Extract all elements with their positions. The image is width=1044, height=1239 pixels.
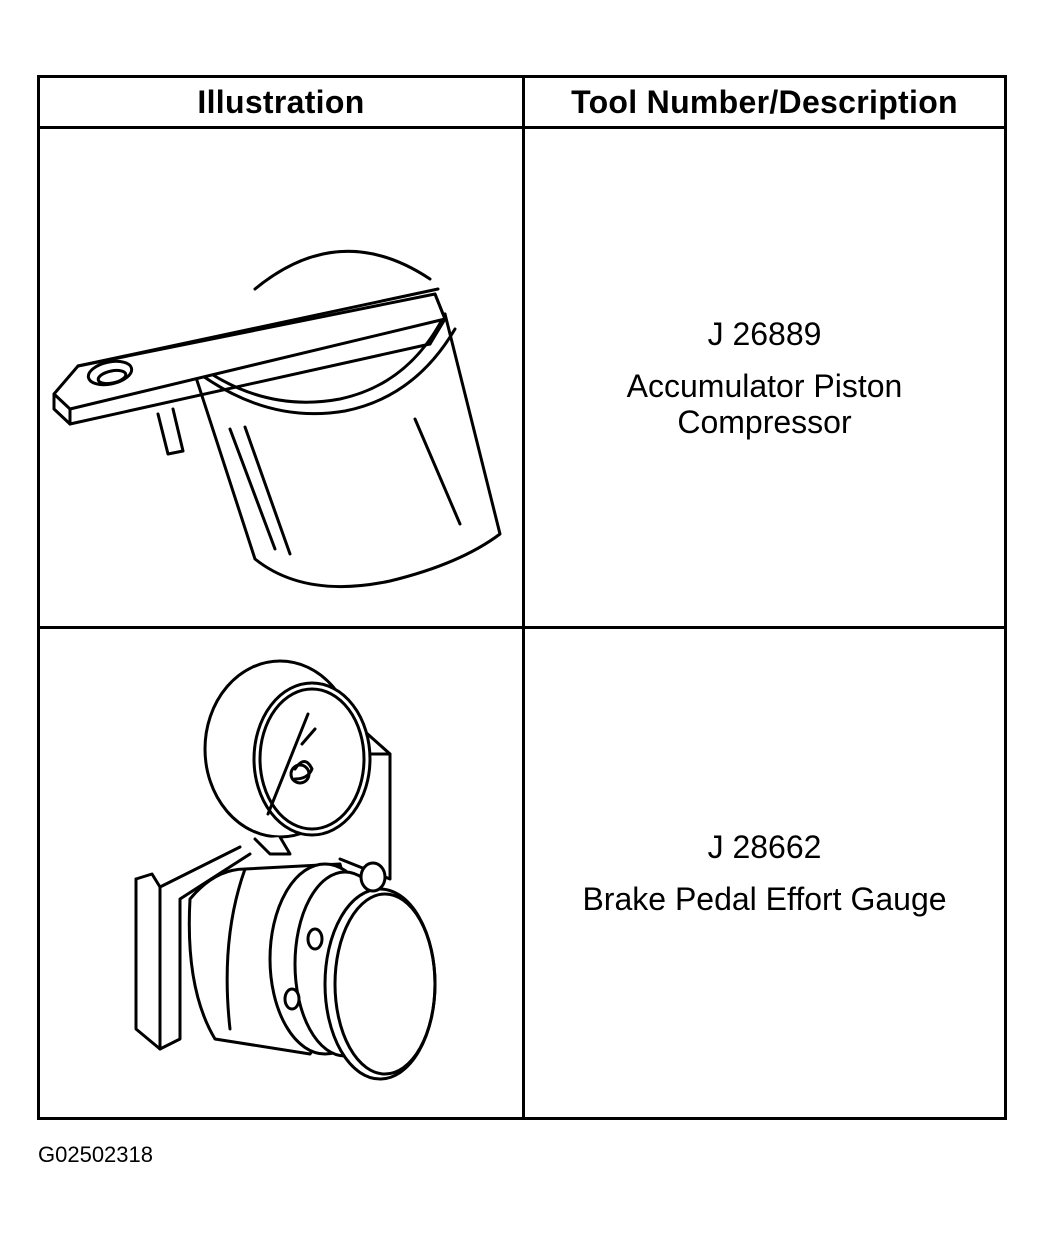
tool-description-cell: J 28662 Brake Pedal Effort Gauge	[522, 626, 1007, 1120]
header-tool-number-description: Tool Number/Description	[522, 75, 1007, 129]
tool-number: J 28662	[707, 829, 822, 865]
table-row: J 26889 Accumulator Piston Compressor	[37, 126, 1007, 629]
tool-number: J 26889	[707, 315, 822, 352]
figure-code: G02502318	[38, 1142, 153, 1167]
table-header-row: Illustration Tool Number/Description	[37, 75, 1007, 129]
illustration-cell	[37, 626, 525, 1120]
tool-description: Compressor	[677, 403, 852, 440]
tool-description-cell: J 26889 Accumulator Piston Compressor	[522, 126, 1007, 629]
header-illustration: Illustration	[37, 75, 525, 129]
illustration-cell	[37, 126, 525, 629]
accumulator-piston-compressor-icon	[52, 249, 502, 589]
brake-pedal-effort-gauge-icon	[134, 659, 437, 1081]
tool-description: Brake Pedal Effort Gauge	[582, 881, 947, 917]
table-row: J 28662 Brake Pedal Effort Gauge	[37, 626, 1007, 1120]
tool-table: Illustration Tool Number/Description	[37, 75, 1007, 1120]
tool-description: Accumulator Piston	[626, 367, 903, 404]
